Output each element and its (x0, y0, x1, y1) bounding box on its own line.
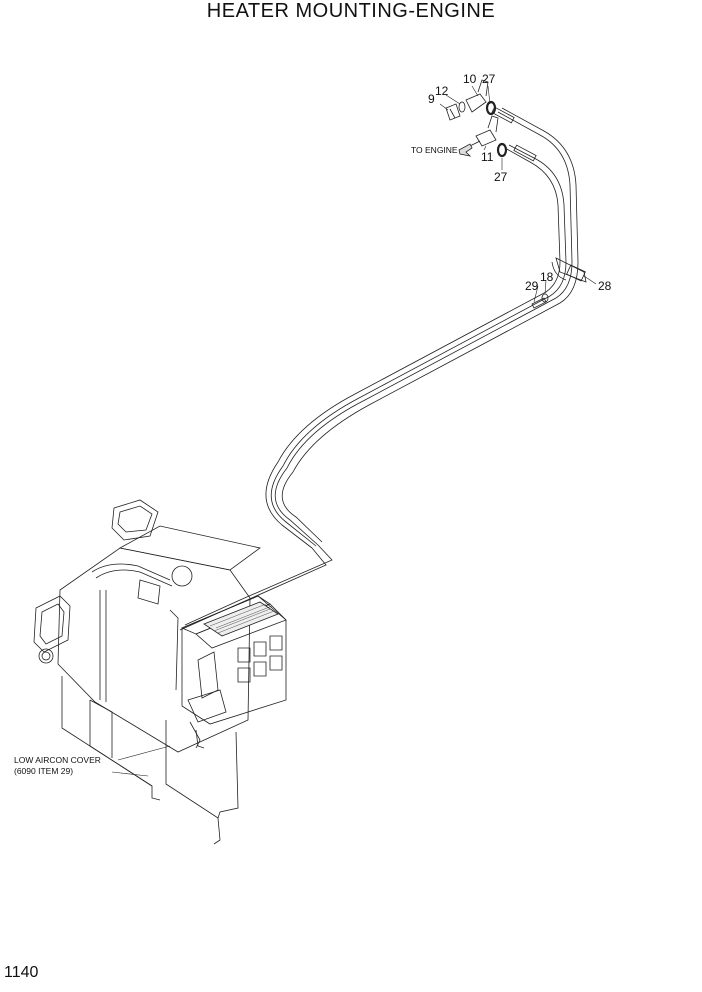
callout-27-upper: 27 (482, 72, 496, 86)
callout-29: 29 (525, 279, 539, 293)
callout-10: 10 (463, 72, 477, 86)
callout-9: 9 (428, 92, 435, 106)
heater-unit (34, 500, 286, 752)
to-engine-note: TO ENGINE (411, 145, 458, 155)
callout-18: 18 (540, 270, 554, 284)
heater-hose-assembly (180, 107, 578, 630)
upper-fittings (446, 80, 506, 156)
callout-11: 11 (481, 150, 494, 164)
low-aircon-cover-label: LOW AIRCON COVER (14, 755, 101, 765)
low-aircon-cover-ref: (6090 ITEM 29) (14, 766, 74, 776)
page-number: 1140 (4, 964, 39, 981)
callout-27-lower: 27 (494, 170, 508, 184)
low-aircon-cover (62, 676, 238, 844)
callout-12: 12 (435, 84, 449, 98)
callout-28: 28 (598, 279, 612, 293)
page-title: HEATER MOUNTING-ENGINE (206, 0, 496, 22)
leader-lines (118, 86, 596, 760)
